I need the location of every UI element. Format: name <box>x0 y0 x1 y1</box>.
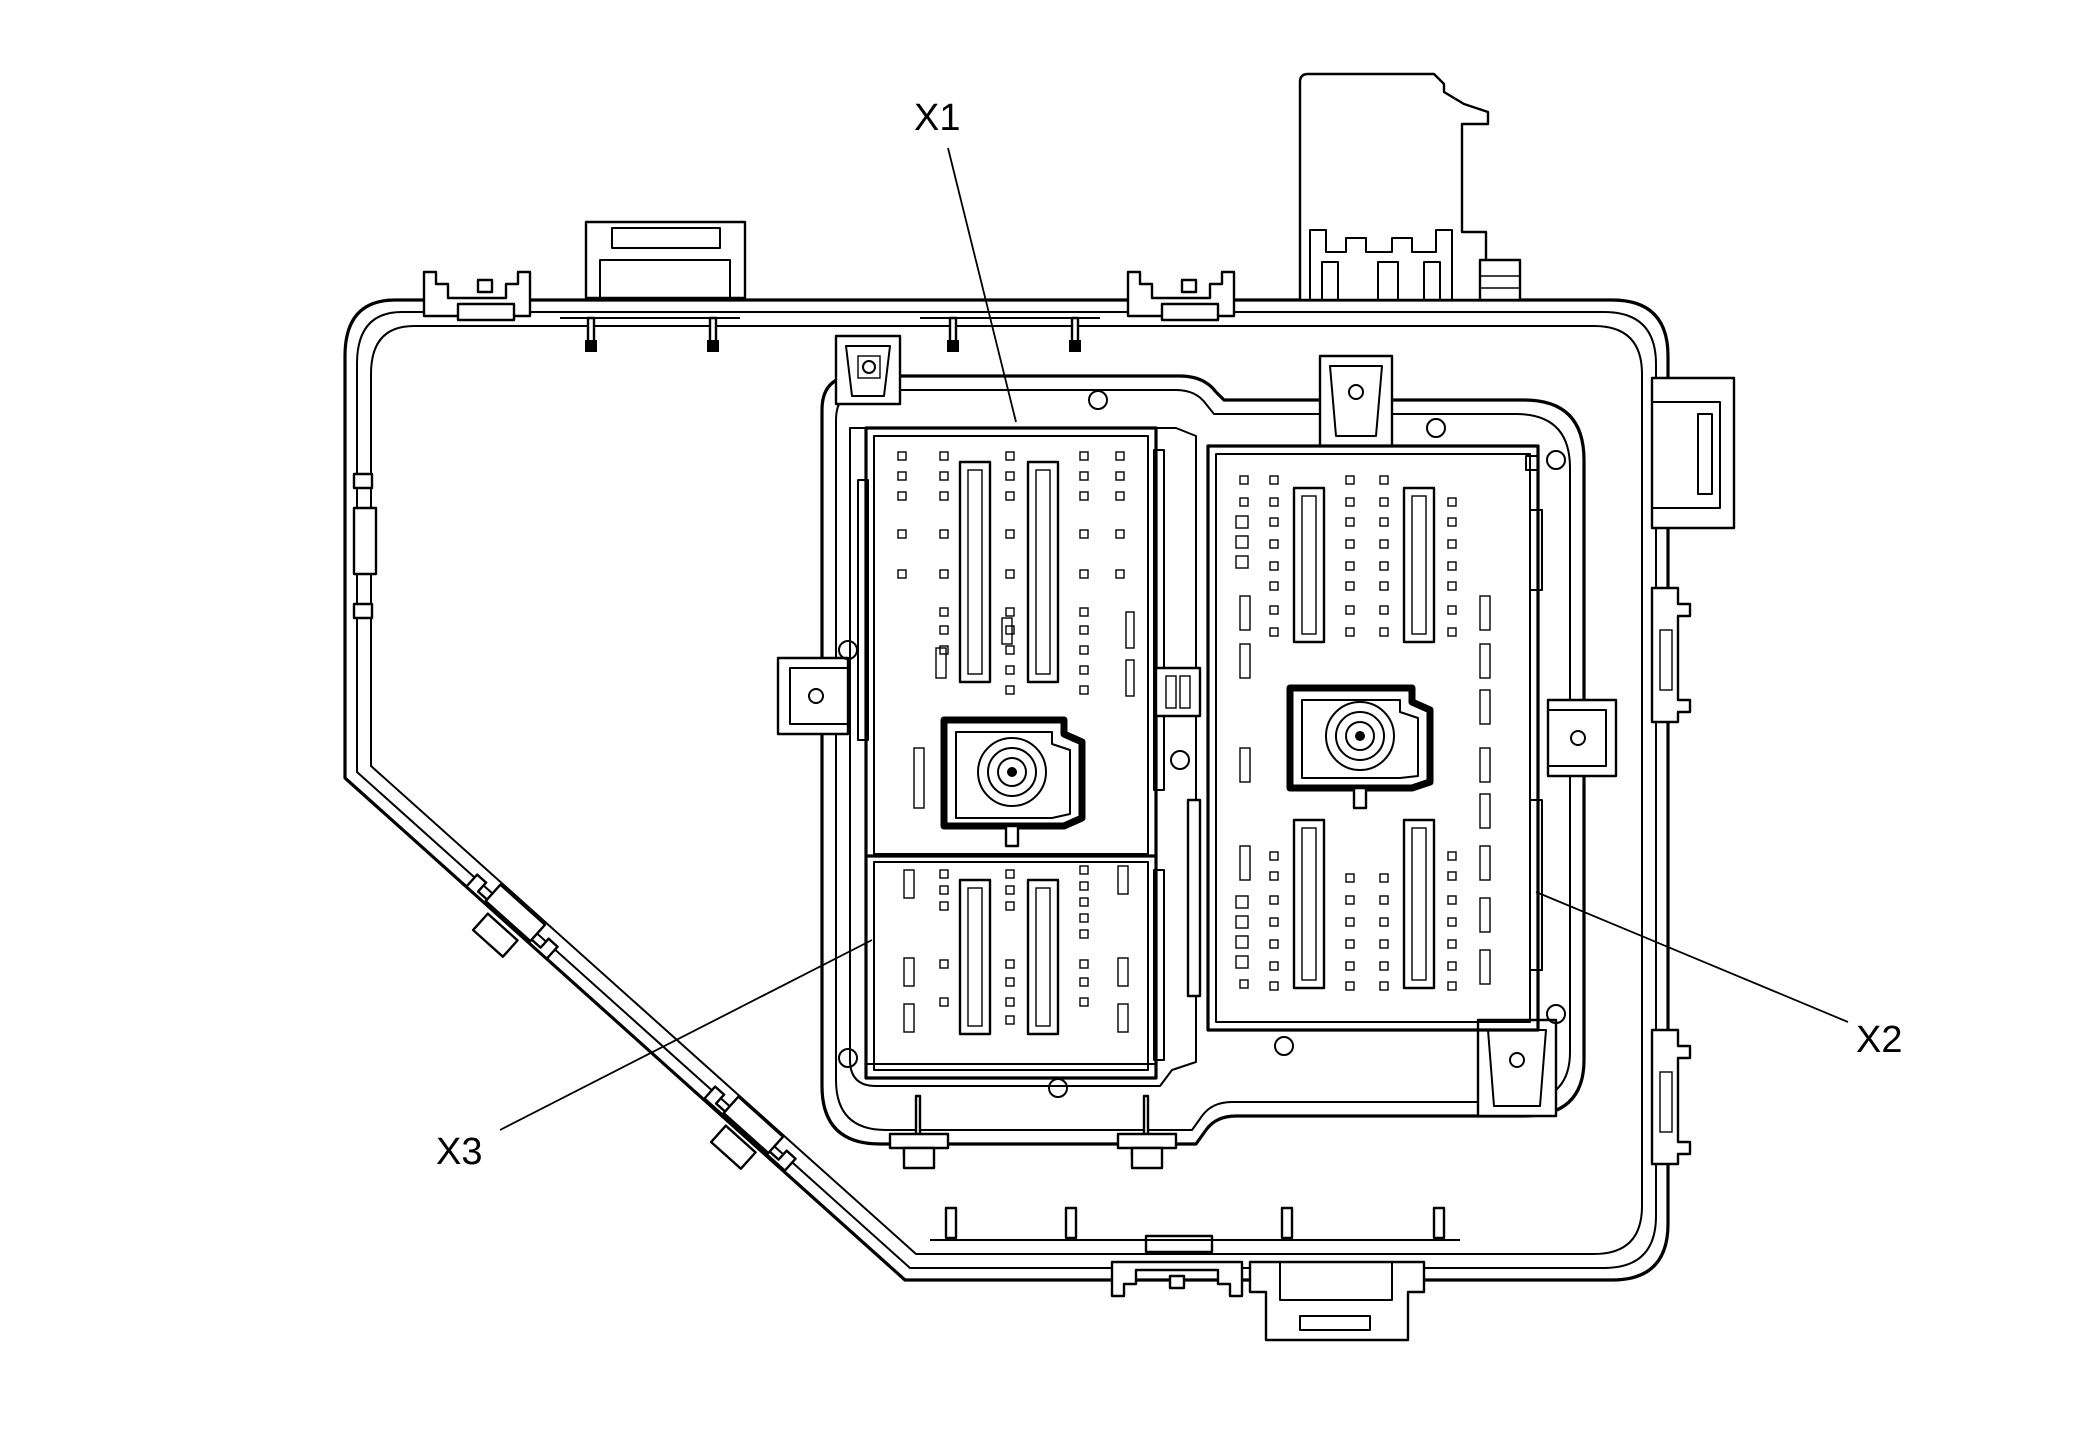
relay-connector <box>1298 72 1522 302</box>
x2-center-bolt <box>1286 684 1434 810</box>
connector-x2 <box>1206 444 1543 1032</box>
bottom-clips <box>1110 1234 1426 1342</box>
x1-center-bolt <box>940 716 1086 848</box>
x1-terminals <box>897 451 1135 809</box>
carrier-lugs <box>776 334 1618 1118</box>
x2-terminals <box>1235 475 1491 991</box>
connector-x3 <box>903 865 1129 1036</box>
center-latch <box>1154 666 1202 998</box>
callouts: X1 X2 X3 <box>436 97 1902 1173</box>
top-clips <box>422 220 1236 322</box>
housing-outline <box>343 298 1670 1282</box>
right-side-connector <box>1650 376 1736 1166</box>
diagonal-clips <box>465 873 797 1172</box>
housing-pins <box>560 316 1460 1241</box>
x1-leader-line <box>947 147 1017 423</box>
x2-label: X2 <box>1856 1019 1902 1061</box>
x3-label: X3 <box>436 1131 482 1173</box>
x3-leader-line <box>499 939 873 1131</box>
connector-x1 <box>897 451 1135 848</box>
left-clips <box>352 472 378 620</box>
x1-label: X1 <box>914 97 960 139</box>
connector-x1-x3-block <box>857 426 1165 1080</box>
bottom-fasteners <box>888 1094 1178 1170</box>
x3-terminals <box>903 865 1129 1033</box>
x2-leader-line <box>1535 891 1849 1023</box>
